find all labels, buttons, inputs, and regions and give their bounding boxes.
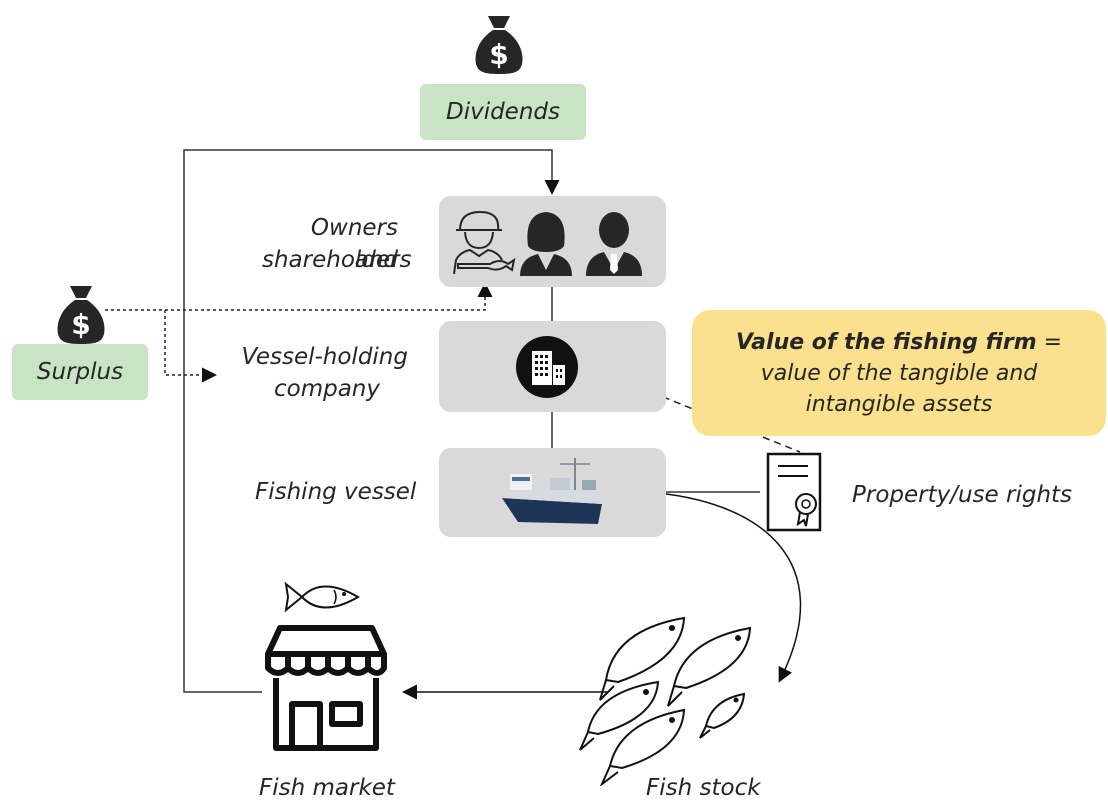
fish-1 [599,616,686,701]
building-icon [516,336,578,398]
fish-2 [667,626,752,707]
fisher-icon [453,210,516,275]
fishing-vessel-image [502,458,602,524]
fish-stock-icon [579,616,752,786]
man-icon [586,212,642,276]
fish-market-icon [265,625,387,751]
holding-company-label: Vessel-holding [241,344,408,370]
callout-line1: Value of the fishing firm = [736,327,1062,358]
fishing-vessel-label: Fishing vessel [255,479,417,505]
money-bag-icon: $ [57,286,105,344]
property-rights-label: Property/use rights [852,482,1073,508]
firm-value-callout: Value of the fishing firm = value of the… [692,310,1106,436]
owners-icons [453,210,642,276]
fish-icon [284,581,360,613]
fish-stock-label: Fish stock [646,775,761,801]
owners-label: Owners and [310,215,398,273]
money-bag-icon: $ [475,16,523,74]
callout-equals: = [1036,329,1063,355]
svg-text:$: $ [489,38,508,71]
fish-4 [600,708,686,786]
woman-icon [520,212,572,276]
dividend-flow-line [183,149,560,693]
vessel-stock-arrow [645,491,802,683]
certificate-icon [766,452,822,532]
callout-line3: intangible assets [805,391,993,417]
surplus-flow-lines [105,282,493,383]
callout-bold: Value of the fishing firm [735,329,1037,355]
holding-company-label-line2: company [273,376,380,402]
fish-small [699,692,746,739]
callout-line2: value of the tangible and [760,360,1038,386]
dividends-label: Dividends [420,84,586,140]
fish-market-label: Fish market [259,775,395,801]
fish-3 [579,680,660,751]
owners-label-line2: shareholders [262,247,412,273]
surplus-label: Surplus [12,344,148,400]
svg-text:$: $ [71,308,90,341]
